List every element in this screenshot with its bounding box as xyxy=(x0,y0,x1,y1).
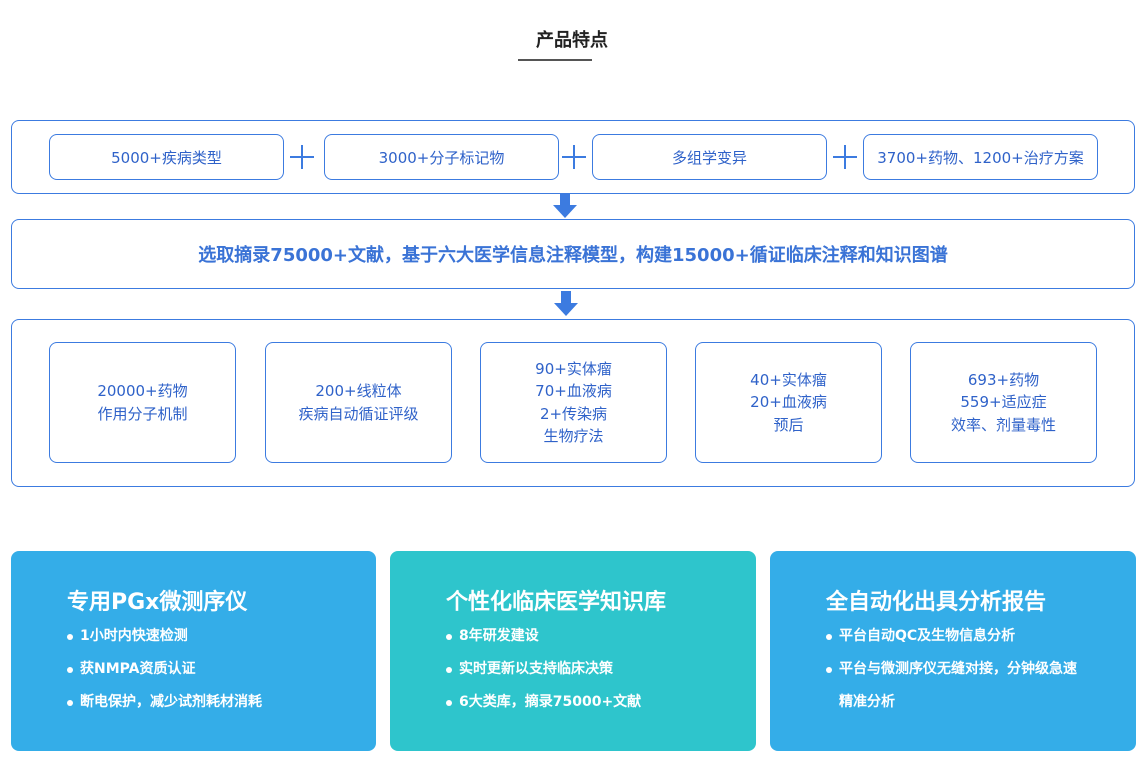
plus-icon xyxy=(562,145,586,169)
result-box-efficacy: 693+药物 559+适应症 效率、剂量毒性 xyxy=(910,342,1097,463)
source-box-diseases: 5000+疾病类型 xyxy=(49,134,284,180)
result-box-therapy: 90+实体瘤 70+血液病 2+传染病 生物疗法 xyxy=(480,342,667,463)
title-underline xyxy=(518,59,592,61)
result-box-prognosis: 40+实体瘤 20+血液病 预后 xyxy=(695,342,882,463)
pipeline-panel xyxy=(11,219,1135,289)
result-box-drug-mechanism: 20000+药物 作用分子机制 xyxy=(49,342,236,463)
result-line: 疾病自动循证评级 xyxy=(298,404,419,423)
result-box-mitochondria: 200+线粒体 疾病自动循证评级 xyxy=(265,342,452,463)
result-line: 40+实体瘤 xyxy=(750,370,827,389)
arrow-down-icon xyxy=(553,193,577,219)
feature-card-report: 全自动化出具分析报告 平台自动QC及生物信息分析 平台与微测序仪无缝对接，分钟级… xyxy=(770,551,1136,751)
feature-card-sequencer: 专用PGx微测序仪 1小时内快速检测 获NMPA资质认证 断电保护，减少试剂耗材… xyxy=(11,551,376,751)
result-line: 作用分子机制 xyxy=(97,404,188,423)
result-line: 生物疗法 xyxy=(543,427,604,445)
card-feature-item: 6大类库，摘录75000+文献 xyxy=(446,686,736,719)
results-panel xyxy=(11,319,1135,487)
result-line: 90+实体瘤 xyxy=(535,359,612,378)
page-title: 产品特点 xyxy=(536,30,608,51)
card-title: 个性化临床医学知识库 xyxy=(446,590,667,615)
result-line: 70+血液病 xyxy=(535,382,612,400)
card-feature-item: 平台自动QC及生物信息分析 xyxy=(826,620,1088,653)
result-line: 200+线粒体 xyxy=(315,382,402,400)
arrow-down-icon xyxy=(554,291,578,317)
card-title: 专用PGx微测序仪 xyxy=(67,590,248,615)
plus-icon xyxy=(290,145,314,169)
result-line: 2+传染病 xyxy=(539,404,608,423)
card-feature-list: 1小时内快速检测 获NMPA资质认证 断电保护，减少试剂耗材消耗 xyxy=(67,620,357,719)
result-line: 预后 xyxy=(773,415,804,434)
card-feature-list: 8年研发建设 实时更新以支持临床决策 6大类库，摘录75000+文献 xyxy=(446,620,736,719)
card-feature-item: 实时更新以支持临床决策 xyxy=(446,653,736,686)
card-feature-item: 断电保护，减少试剂耗材消耗 xyxy=(67,686,357,719)
result-line: 20000+药物 xyxy=(97,382,188,400)
result-line: 693+药物 xyxy=(967,370,1040,389)
card-feature-item: 1小时内快速检测 xyxy=(67,620,357,653)
feature-card-knowledge-base: 个性化临床医学知识库 8年研发建设 实时更新以支持临床决策 6大类库，摘录750… xyxy=(390,551,756,751)
card-feature-item: 平台与微测序仪无缝对接，分钟级急速精准分析 xyxy=(826,653,1088,719)
card-feature-list: 平台自动QC及生物信息分析 平台与微测序仪无缝对接，分钟级急速精准分析 xyxy=(826,620,1088,719)
card-feature-item: 获NMPA资质认证 xyxy=(67,653,357,686)
plus-icon xyxy=(833,145,857,169)
pipeline-description: 选取摘录75000+文献，基于六大医学信息注释模型，构建15000+循证临床注释… xyxy=(198,245,948,266)
result-line: 20+血液病 xyxy=(750,393,827,412)
source-box-markers: 3000+分子标记物 xyxy=(324,134,559,180)
source-box-drugs: 3700+药物、1200+治疗方案 xyxy=(863,134,1098,180)
source-box-omics: 多组学变异 xyxy=(592,134,827,180)
result-line: 效率、剂量毒性 xyxy=(950,415,1056,434)
result-line: 559+适应症 xyxy=(960,393,1047,412)
card-title: 全自动化出具分析报告 xyxy=(826,590,1047,615)
card-feature-item: 8年研发建设 xyxy=(446,620,736,653)
